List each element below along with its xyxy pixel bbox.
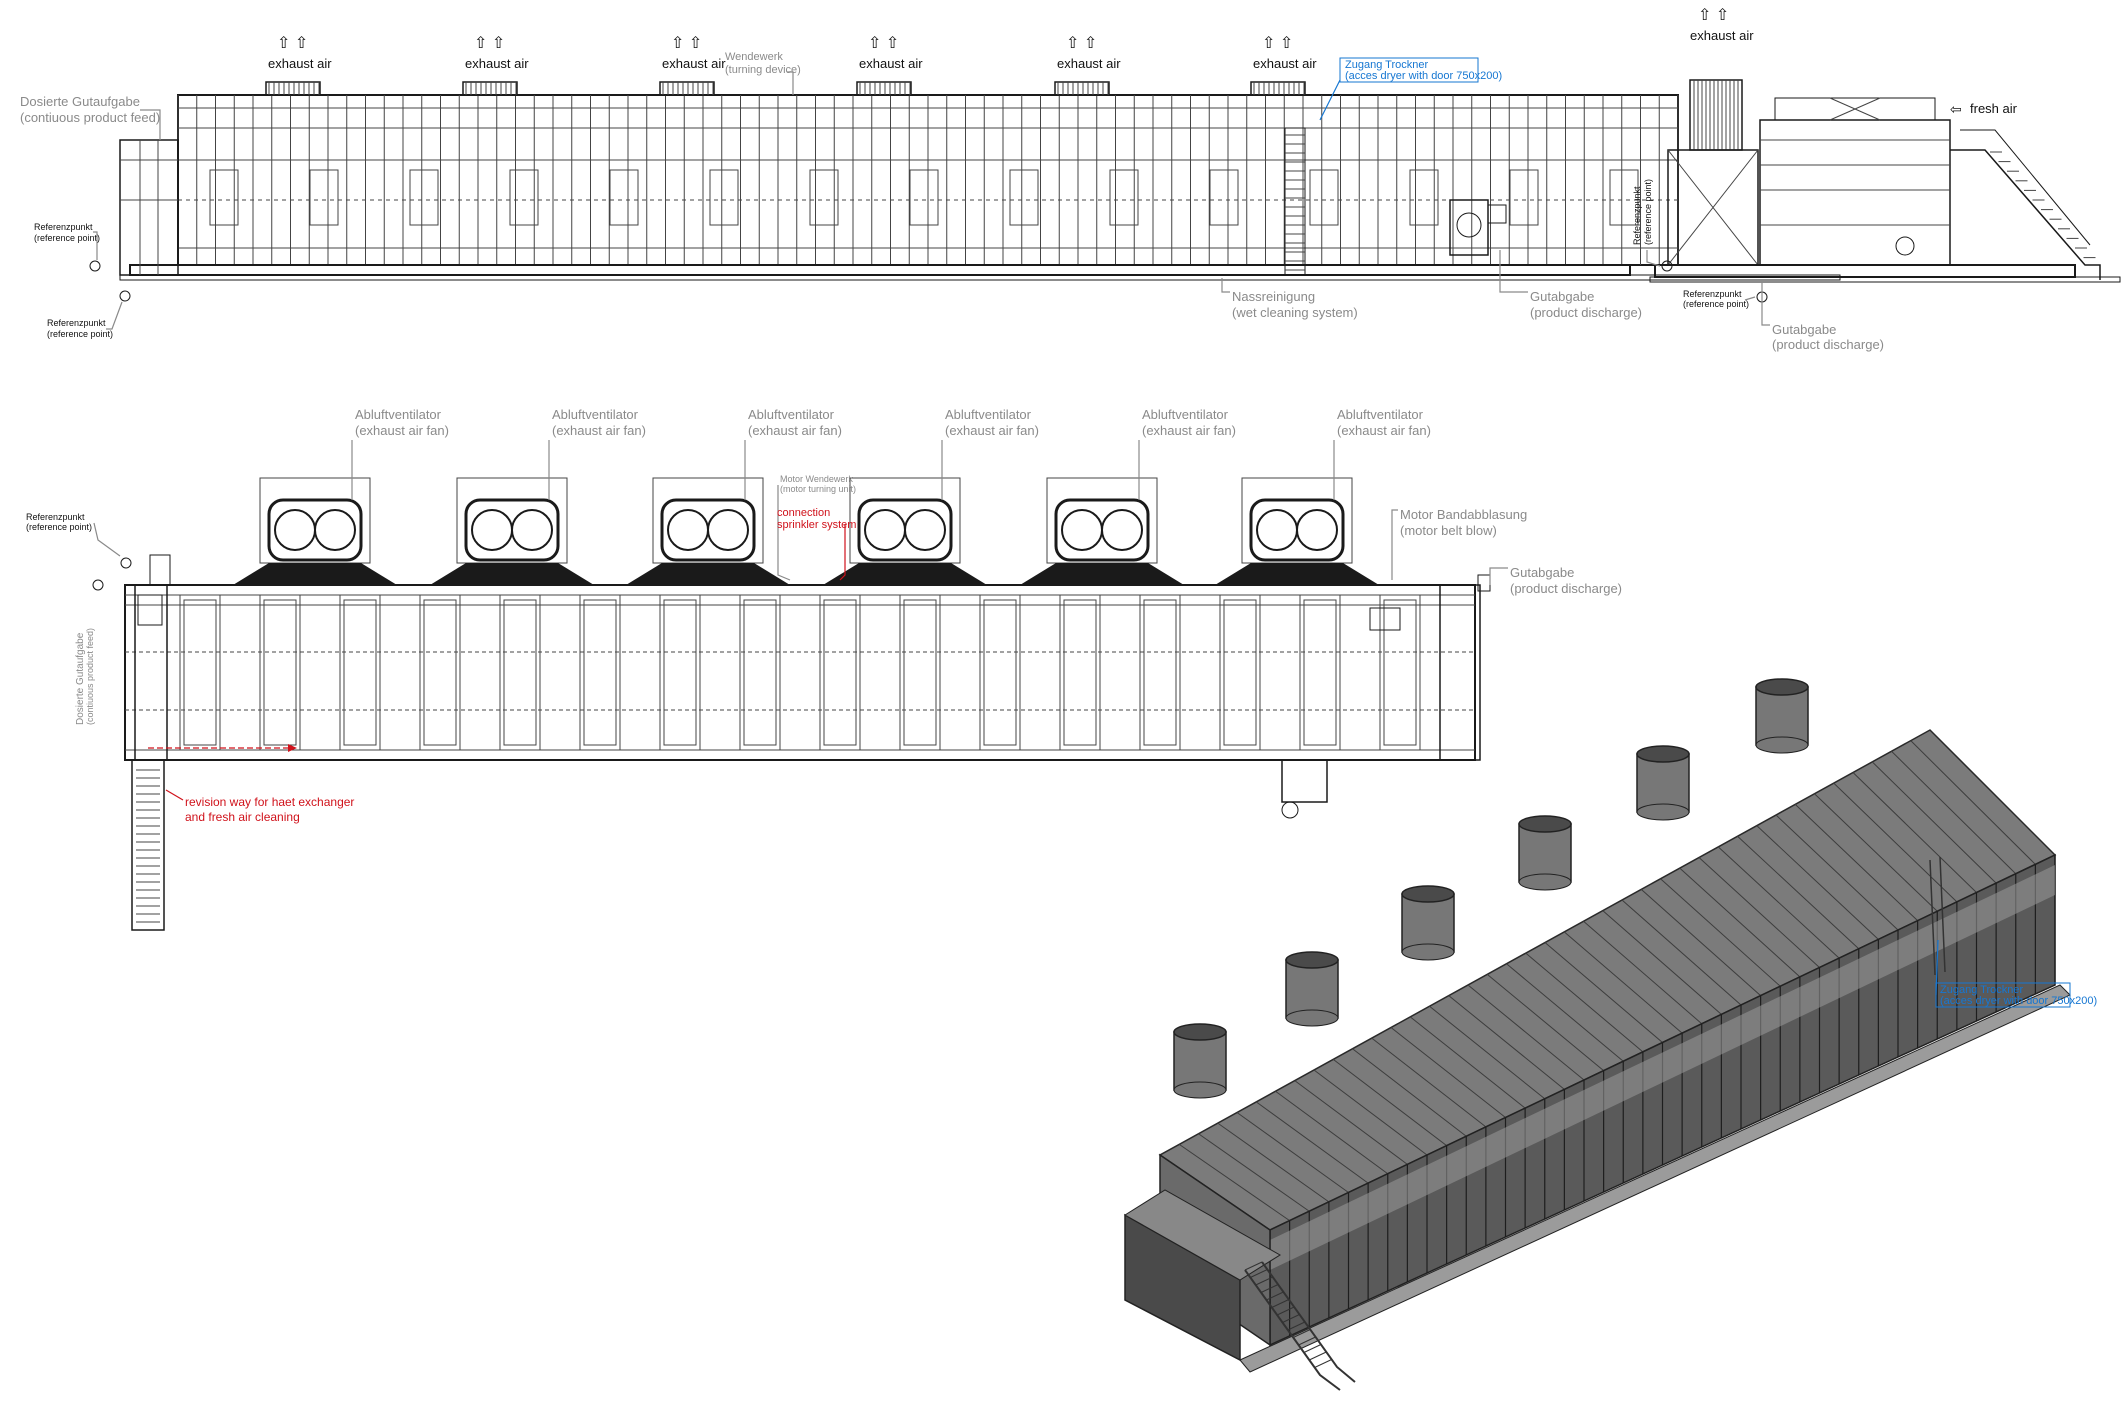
reference-point-marker (120, 557, 132, 569)
label-zugang-trockner-3d: Zugang Trockner (1940, 984, 2023, 996)
label-zugang-trockner: Zugang Trockner (1345, 59, 1428, 71)
label-dosierte-plan: Dosierte Gutaufgabe (75, 632, 86, 725)
label-zugang-trockner-en: (acces dryer with door 750x200) (1345, 70, 1502, 82)
reference-point-marker (89, 260, 101, 272)
label-abluftventilator-en: (exhaust air fan) (945, 423, 1039, 438)
label-zugang-trockner-3d-en: (acces dryer with door 750x200) (1940, 995, 2097, 1007)
label-abluftventilator: Abluftventilator (552, 407, 639, 422)
label-abluftventilator-en: (exhaust air fan) (1142, 423, 1236, 438)
label-gutabgabe-end-en: (product discharge) (1772, 337, 1884, 352)
reference-point-marker (92, 579, 104, 591)
plan-view (92, 477, 1491, 931)
up-arrow-icon: ⇧ ⇧ (1262, 35, 1293, 52)
label-abluftventilator-en: (exhaust air fan) (552, 423, 646, 438)
left-arrow-icon: ⇦ (1950, 101, 1962, 117)
label-abluftventilator: Abluftventilator (748, 407, 835, 422)
up-arrow-icon: ⇧ ⇧ (277, 35, 308, 52)
product-discharge-unit (1449, 199, 1489, 256)
exhaust-air-labels: ⇧ ⇧ exhaust air ⇧ ⇧ exhaust air ⇧ ⇧ exhaust a… (268, 35, 1317, 71)
reference-point-marker (1661, 260, 1673, 272)
label-revision-way-2: and fresh air cleaning (185, 810, 300, 824)
isometric-3d-view (1124, 678, 2071, 1391)
label-exhaust-air: exhaust air (465, 56, 529, 71)
label-referenzpunkt-end-rot-en: (reference point) (1643, 179, 1653, 245)
label-abluftventilator-en: (exhaust air fan) (355, 423, 449, 438)
label-referenzpunkt-plan-en: (reference point) (26, 522, 92, 532)
side-elevation-view (89, 81, 1841, 302)
up-arrow-icon: ⇧ ⇧ (1066, 35, 1097, 52)
label-wendewerk-en: (turning device) (725, 64, 801, 76)
label-abluftventilator: Abluftventilator (1337, 407, 1424, 422)
label-exhaust-air: exhaust air (268, 56, 332, 71)
label-revision-way: revision way for haet exchanger (185, 795, 354, 809)
label-gutabgabe-plan-en: (product discharge) (1510, 581, 1622, 596)
end-elevation-view (1649, 79, 2121, 303)
end-staircase (1950, 149, 2101, 280)
label-gutabgabe-side: Gutabgabe (1530, 289, 1594, 304)
label-referenzpunkt-1: Referenzpunkt (34, 222, 93, 232)
label-exhaust-air: exhaust air (859, 56, 923, 71)
reference-point-marker (119, 290, 131, 302)
label-connection-sprinkler: connection (777, 507, 830, 519)
label-gutabgabe-plan: Gutabgabe (1510, 565, 1574, 580)
label-referenzpunkt-2-en: (reference point) (47, 329, 113, 339)
label-fresh-air: fresh air (1970, 101, 2018, 116)
label-abluftventilator: Abluftventilator (945, 407, 1032, 422)
label-gutabgabe-end: Gutabgabe (1772, 322, 1836, 337)
label-connection-sprinkler-2: sprinkler system (777, 519, 856, 531)
iso-staircase (1244, 1269, 1341, 1391)
label-motor-bandabblasung-en: (motor belt blow) (1400, 523, 1497, 538)
label-exhaust-air: exhaust air (1253, 56, 1317, 71)
product-feed-structure (119, 139, 179, 276)
up-arrow-icon: ⇧ ⇧ (474, 35, 505, 52)
label-motor-wendewerk-en: (motor turning unit) (780, 484, 856, 494)
label-motor-wendewerk: Motor Wendewerk (780, 474, 853, 484)
up-arrow-icon: ⇧ ⇧ (671, 35, 702, 52)
label-exhaust-air: exhaust air (1057, 56, 1121, 71)
label-motor-bandabblasung: Motor Bandabblasung (1400, 507, 1527, 522)
exhaust-fan-labels: Abluftventilator(exhaust air fan)Abluftv… (351, 407, 1431, 500)
dryer-plan-body (124, 584, 1476, 761)
label-referenzpunkt-plan: Referenzpunkt (26, 512, 85, 522)
label-dosierte-gutaufgabe: Dosierte Gutaufgabe (20, 94, 140, 109)
up-arrow-icon: ⇧ ⇧ (1698, 7, 1729, 24)
plan-staircase (131, 759, 165, 931)
label-referenzpunkt-end: Referenzpunkt (1683, 289, 1742, 299)
label-gutabgabe-side-en: (product discharge) (1530, 305, 1642, 320)
label-referenzpunkt-2: Referenzpunkt (47, 318, 106, 328)
label-dosierte-plan-en: (contiuous product feed) (85, 628, 95, 725)
label-nassreinigung-en: (wet cleaning system) (1232, 305, 1358, 320)
label-wendewerk: Wendewerk (725, 51, 783, 63)
up-arrow-icon: ⇧ ⇧ (868, 35, 899, 52)
label-referenzpunkt-1-en: (reference point) (34, 233, 100, 243)
label-dosierte-gutaufgabe-en: (contiuous product feed) (20, 110, 160, 125)
label-referenzpunkt-end-rot: Referenzpunkt (1632, 186, 1642, 245)
label-abluftventilator-en: (exhaust air fan) (748, 423, 842, 438)
label-exhaust-air: exhaust air (662, 56, 726, 71)
access-ladder (1284, 127, 1306, 276)
label-abluftventilator: Abluftventilator (1142, 407, 1229, 422)
label-abluftventilator: Abluftventilator (355, 407, 442, 422)
label-abluftventilator-en: (exhaust air fan) (1337, 423, 1431, 438)
label-nassreinigung: Nassreinigung (1232, 289, 1315, 304)
label-referenzpunkt-end-en: (reference point) (1683, 299, 1749, 309)
label-exhaust-air-end: exhaust air (1690, 28, 1754, 43)
